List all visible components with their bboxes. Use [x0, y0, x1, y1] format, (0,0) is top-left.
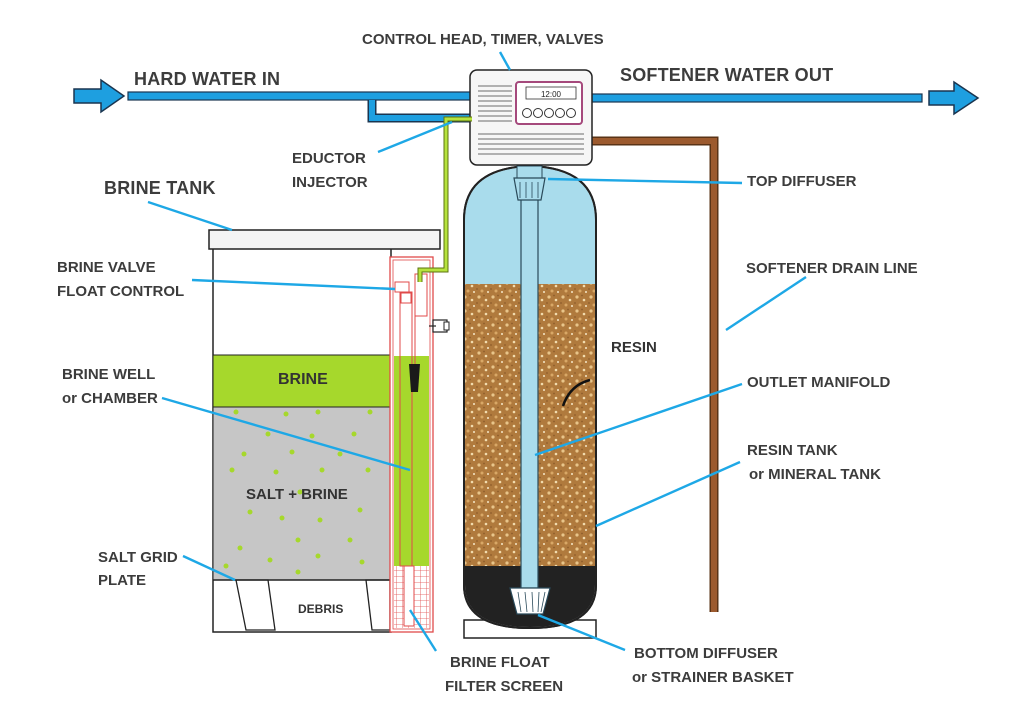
debris-label: DEBRIS [298, 602, 344, 616]
brine-well-label-line1: BRINE WELL [62, 366, 156, 383]
softened-water-out-arrow-icon [928, 80, 980, 116]
resin-label: RESIN [611, 339, 657, 356]
bottom-diffuser [509, 587, 551, 615]
salt-dots [223, 409, 373, 575]
control-head-label: CONTROL HEAD, TIMER, VALVES [362, 31, 604, 48]
salt-brine-label: SALT + BRINE [246, 486, 348, 503]
overflow-fitting [429, 319, 450, 333]
brine-well-leader [161, 396, 411, 472]
brine-well-label-line2: or CHAMBER [62, 390, 158, 407]
brine-tank-leader [147, 200, 233, 232]
brine-line [417, 116, 472, 282]
filter-screen-label-line2: FILTER SCREEN [445, 678, 564, 695]
softener-water-out-label: SOFTENER WATER OUT [620, 65, 834, 85]
brine-label: BRINE [278, 371, 328, 388]
brine-valve-label-line1: BRINE VALVE [57, 259, 156, 276]
brine-well [389, 256, 434, 633]
salt-grid-label-line2: PLATE [98, 572, 147, 589]
resin-tank-label-line1: RESIN TANK [747, 442, 838, 459]
softener-drain-line [592, 136, 719, 612]
drain-line-label: SOFTENER DRAIN LINE [746, 260, 918, 277]
brine-valve-label-line2: FLOAT CONTROL [57, 283, 185, 300]
top-diffuser-leader [547, 177, 743, 185]
outlet-manifold-leader [534, 382, 743, 457]
salt-grid-leader [182, 554, 236, 582]
hard-water-in-label: HARD WATER IN [134, 69, 281, 89]
resin-tank-leader [595, 460, 741, 528]
salt-grid-label-line1: SALT GRID [98, 549, 178, 566]
bottom-diffuser-label-line2: or STRAINER BASKET [632, 669, 794, 686]
eductor-leader [377, 120, 453, 154]
control-display-readout: 12:00 [541, 90, 562, 99]
drain-line-leader [725, 275, 807, 332]
resin-tank-tube-icon [561, 378, 591, 407]
control-head-leader [498, 51, 512, 71]
outlet-manifold-label: OUTLET MANIFOLD [747, 374, 891, 391]
filter-screen-leader [408, 609, 438, 652]
bottom-diffuser-leader [537, 613, 626, 652]
brine-layer [212, 354, 392, 408]
top-diffuser [513, 165, 546, 201]
bottom-diffuser-label-line1: BOTTOM DIFFUSER [634, 645, 778, 662]
eductor-label-line1: EDUCTOR [292, 150, 366, 167]
resin-tank-label-line2: or MINERAL TANK [749, 466, 881, 483]
control-head [469, 69, 593, 166]
brine-valve-leader [191, 278, 396, 291]
leader-lines [147, 51, 807, 652]
filter-screen-label-line1: BRINE FLOAT [450, 654, 550, 671]
hard-water-in-arrow-icon [73, 78, 126, 114]
top-diffuser-label: TOP DIFFUSER [747, 173, 857, 190]
brine-valve-float [394, 281, 420, 392]
outlet-manifold [520, 197, 539, 589]
eductor-label-line2: INJECTOR [292, 174, 368, 191]
brine-tank [208, 229, 441, 633]
brine-tank-label: BRINE TANK [104, 178, 216, 198]
